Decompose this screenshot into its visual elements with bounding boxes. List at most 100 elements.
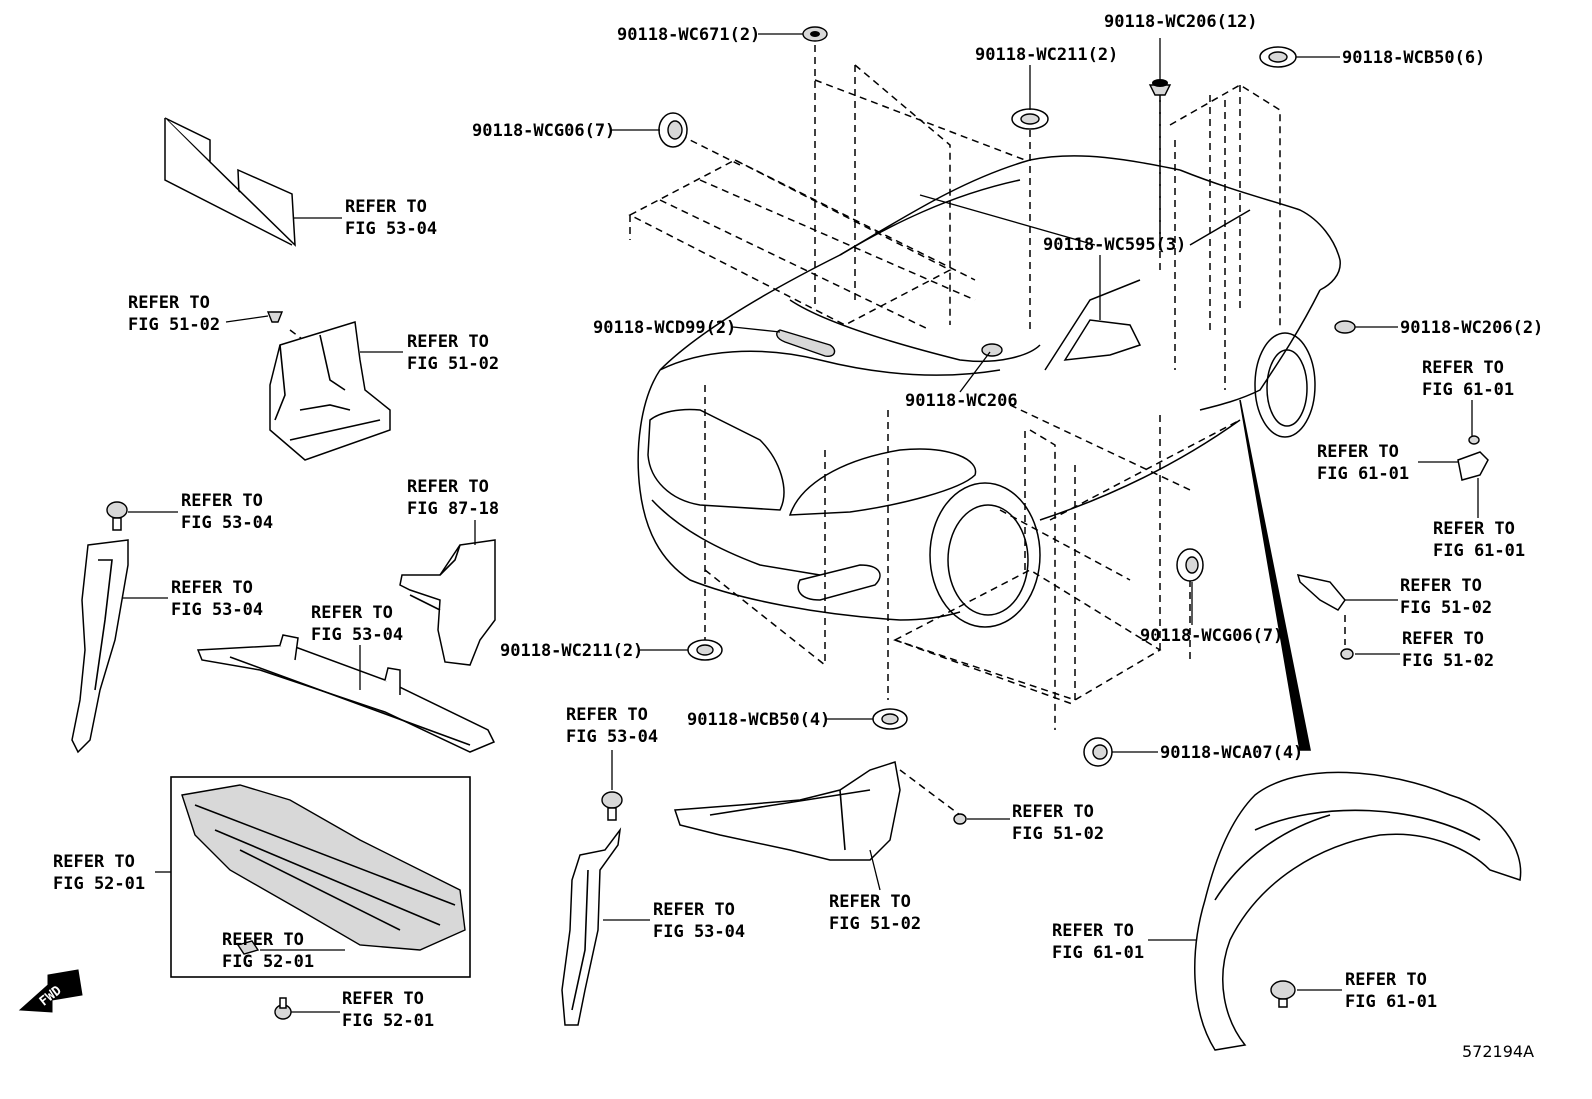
refer-r11: REFER TO FIG 53-04 <box>566 705 658 747</box>
label-wc206: 90118-WC206 <box>905 391 1018 411</box>
refer-r3: REFER TO FIG 51-02 <box>407 332 499 374</box>
clip-bolt-53-04-center <box>601 791 623 821</box>
clip-small-left <box>266 311 284 323</box>
fender-liner-rear <box>1194 771 1522 1051</box>
svg-text:FIG 53-04: FIG 53-04 <box>345 219 437 239</box>
svg-text:REFER TO: REFER TO <box>345 197 427 217</box>
fwd-arrow-icon: FWD <box>18 969 83 1013</box>
engine-under-cover-box <box>170 776 471 978</box>
refer-r1: REFER TO FIG 53-04 <box>345 197 437 239</box>
label-wc206-12: 90118-WC206(12) <box>1104 12 1258 32</box>
refer-r18: REFER TO FIG 51-02 <box>1400 576 1492 618</box>
svg-text:REFER TO: REFER TO <box>1052 921 1134 941</box>
refer-r6: REFER TO FIG 53-04 <box>171 578 263 620</box>
side-seal-left <box>71 539 129 754</box>
refer-r20: REFER TO FIG 61-01 <box>1052 921 1144 963</box>
clip-wc206-2 <box>1334 320 1356 334</box>
svg-text:REFER TO: REFER TO <box>342 989 424 1009</box>
refer-r15: REFER TO FIG 61-01 <box>1422 358 1514 400</box>
phantom-box-underbody <box>893 404 1241 730</box>
clip-bolt-52-01 <box>274 997 292 1020</box>
refer-r14: REFER TO FIG 51-02 <box>829 892 921 934</box>
clip-wcg06-bottom <box>1176 548 1204 582</box>
svg-text:FIG 52-01: FIG 52-01 <box>53 874 145 894</box>
refer-r17: REFER TO FIG 61-01 <box>1433 519 1525 561</box>
clip-wc211-bottom <box>687 639 723 661</box>
label-wcb50-6: 90118-WCB50(6) <box>1342 48 1485 68</box>
label-wc211-top: 90118-WC211(2) <box>975 45 1118 65</box>
clip-wc671 <box>802 26 828 42</box>
clip-wca07 <box>1083 737 1113 767</box>
svg-text:FIG 87-18: FIG 87-18 <box>407 499 499 519</box>
svg-text:REFER TO: REFER TO <box>1012 802 1094 822</box>
svg-text:FIG 51-02: FIG 51-02 <box>1400 598 1492 618</box>
label-wc211-bottom: 90118-WC211(2) <box>500 641 643 661</box>
label-wc206-2: 90118-WC206(2) <box>1400 318 1543 338</box>
refer-r19: REFER TO FIG 51-02 <box>1402 629 1494 671</box>
svg-text:FIG 61-01: FIG 61-01 <box>1422 380 1514 400</box>
rear-bracket-upper <box>1457 451 1489 481</box>
rear-bracket-lower <box>1296 573 1346 611</box>
engine-cover-left <box>269 321 391 461</box>
svg-text:REFER TO: REFER TO <box>566 705 648 725</box>
refer-r4: REFER TO FIG 53-04 <box>181 491 273 533</box>
svg-text:REFER TO: REFER TO <box>407 332 489 352</box>
clip-61-01-top <box>1468 435 1480 445</box>
svg-text:FIG 61-01: FIG 61-01 <box>1433 541 1525 561</box>
svg-text:REFER TO: REFER TO <box>1422 358 1504 378</box>
fender-liner-front <box>673 761 901 861</box>
svg-text:FIG 61-01: FIG 61-01 <box>1345 992 1437 1012</box>
svg-text:FIG 53-04: FIG 53-04 <box>653 922 745 942</box>
clip-wcd99 <box>776 329 836 358</box>
svg-text:REFER TO: REFER TO <box>653 900 735 920</box>
svg-text:REFER TO: REFER TO <box>1345 970 1427 990</box>
clip-wcb50-bottom <box>872 708 908 730</box>
rear-side-deflector <box>1063 319 1142 361</box>
refer-r21: REFER TO FIG 61-01 <box>1345 970 1437 1012</box>
svg-text:FIG 51-02: FIG 51-02 <box>128 315 220 335</box>
air-duct <box>399 539 496 666</box>
refer-r9: REFER TO FIG 52-01 <box>222 930 314 972</box>
clip-wc206-12 <box>1148 79 1172 96</box>
svg-text:FIG 61-01: FIG 61-01 <box>1317 464 1409 484</box>
label-wcd99: 90118-WCD99(2) <box>593 318 736 338</box>
refer-r2: REFER TO FIG 51-02 <box>128 293 220 335</box>
label-wca07: 90118-WCA07(4) <box>1160 743 1303 763</box>
bumper-under-bar <box>196 634 496 753</box>
svg-text:FIG 61-01: FIG 61-01 <box>1052 943 1144 963</box>
svg-text:REFER TO: REFER TO <box>1433 519 1515 539</box>
clip-51-02-far-right <box>1340 648 1354 660</box>
label-wcg06-bottom: 90118-WCG06(7) <box>1140 626 1283 646</box>
side-seal-center <box>561 827 622 1026</box>
phantom-box-engine <box>628 64 1026 331</box>
svg-text:REFER TO: REFER TO <box>829 892 911 912</box>
svg-text:FIG 51-02: FIG 51-02 <box>1012 824 1104 844</box>
insulator-sheet <box>164 117 296 247</box>
label-wcb50-4: 90118-WCB50(4) <box>687 710 830 730</box>
svg-text:REFER TO: REFER TO <box>407 477 489 497</box>
svg-text:FIG 51-02: FIG 51-02 <box>407 354 499 374</box>
clip-wc206-hood <box>981 343 1003 357</box>
svg-text:REFER TO: REFER TO <box>1402 629 1484 649</box>
svg-text:FIG 53-04: FIG 53-04 <box>181 513 273 533</box>
refer-r8: REFER TO FIG 52-01 <box>53 852 145 894</box>
svg-text:REFER TO: REFER TO <box>128 293 210 313</box>
clip-61-01-bottom <box>1270 980 1296 1008</box>
figure-id: 572194A <box>1462 1042 1534 1061</box>
svg-text:FIG 52-01: FIG 52-01 <box>342 1011 434 1031</box>
svg-text:FIG 51-02: FIG 51-02 <box>1402 651 1494 671</box>
svg-text:FIG 53-04: FIG 53-04 <box>311 625 403 645</box>
svg-text:REFER TO: REFER TO <box>311 603 393 623</box>
svg-text:REFER TO: REFER TO <box>171 578 253 598</box>
refer-r5: REFER TO FIG 87-18 <box>407 477 499 519</box>
svg-text:FIG 53-04: FIG 53-04 <box>171 600 263 620</box>
svg-text:FIG 53-04: FIG 53-04 <box>566 727 658 747</box>
clip-wcg06-top <box>658 112 688 148</box>
phantom-box-front <box>704 385 889 700</box>
clip-51-02-right <box>953 813 967 825</box>
svg-text:REFER TO: REFER TO <box>222 930 304 950</box>
svg-text:REFER TO: REFER TO <box>181 491 263 511</box>
svg-text:REFER TO: REFER TO <box>1317 442 1399 462</box>
label-wc671: 90118-WC671(2) <box>617 25 760 45</box>
